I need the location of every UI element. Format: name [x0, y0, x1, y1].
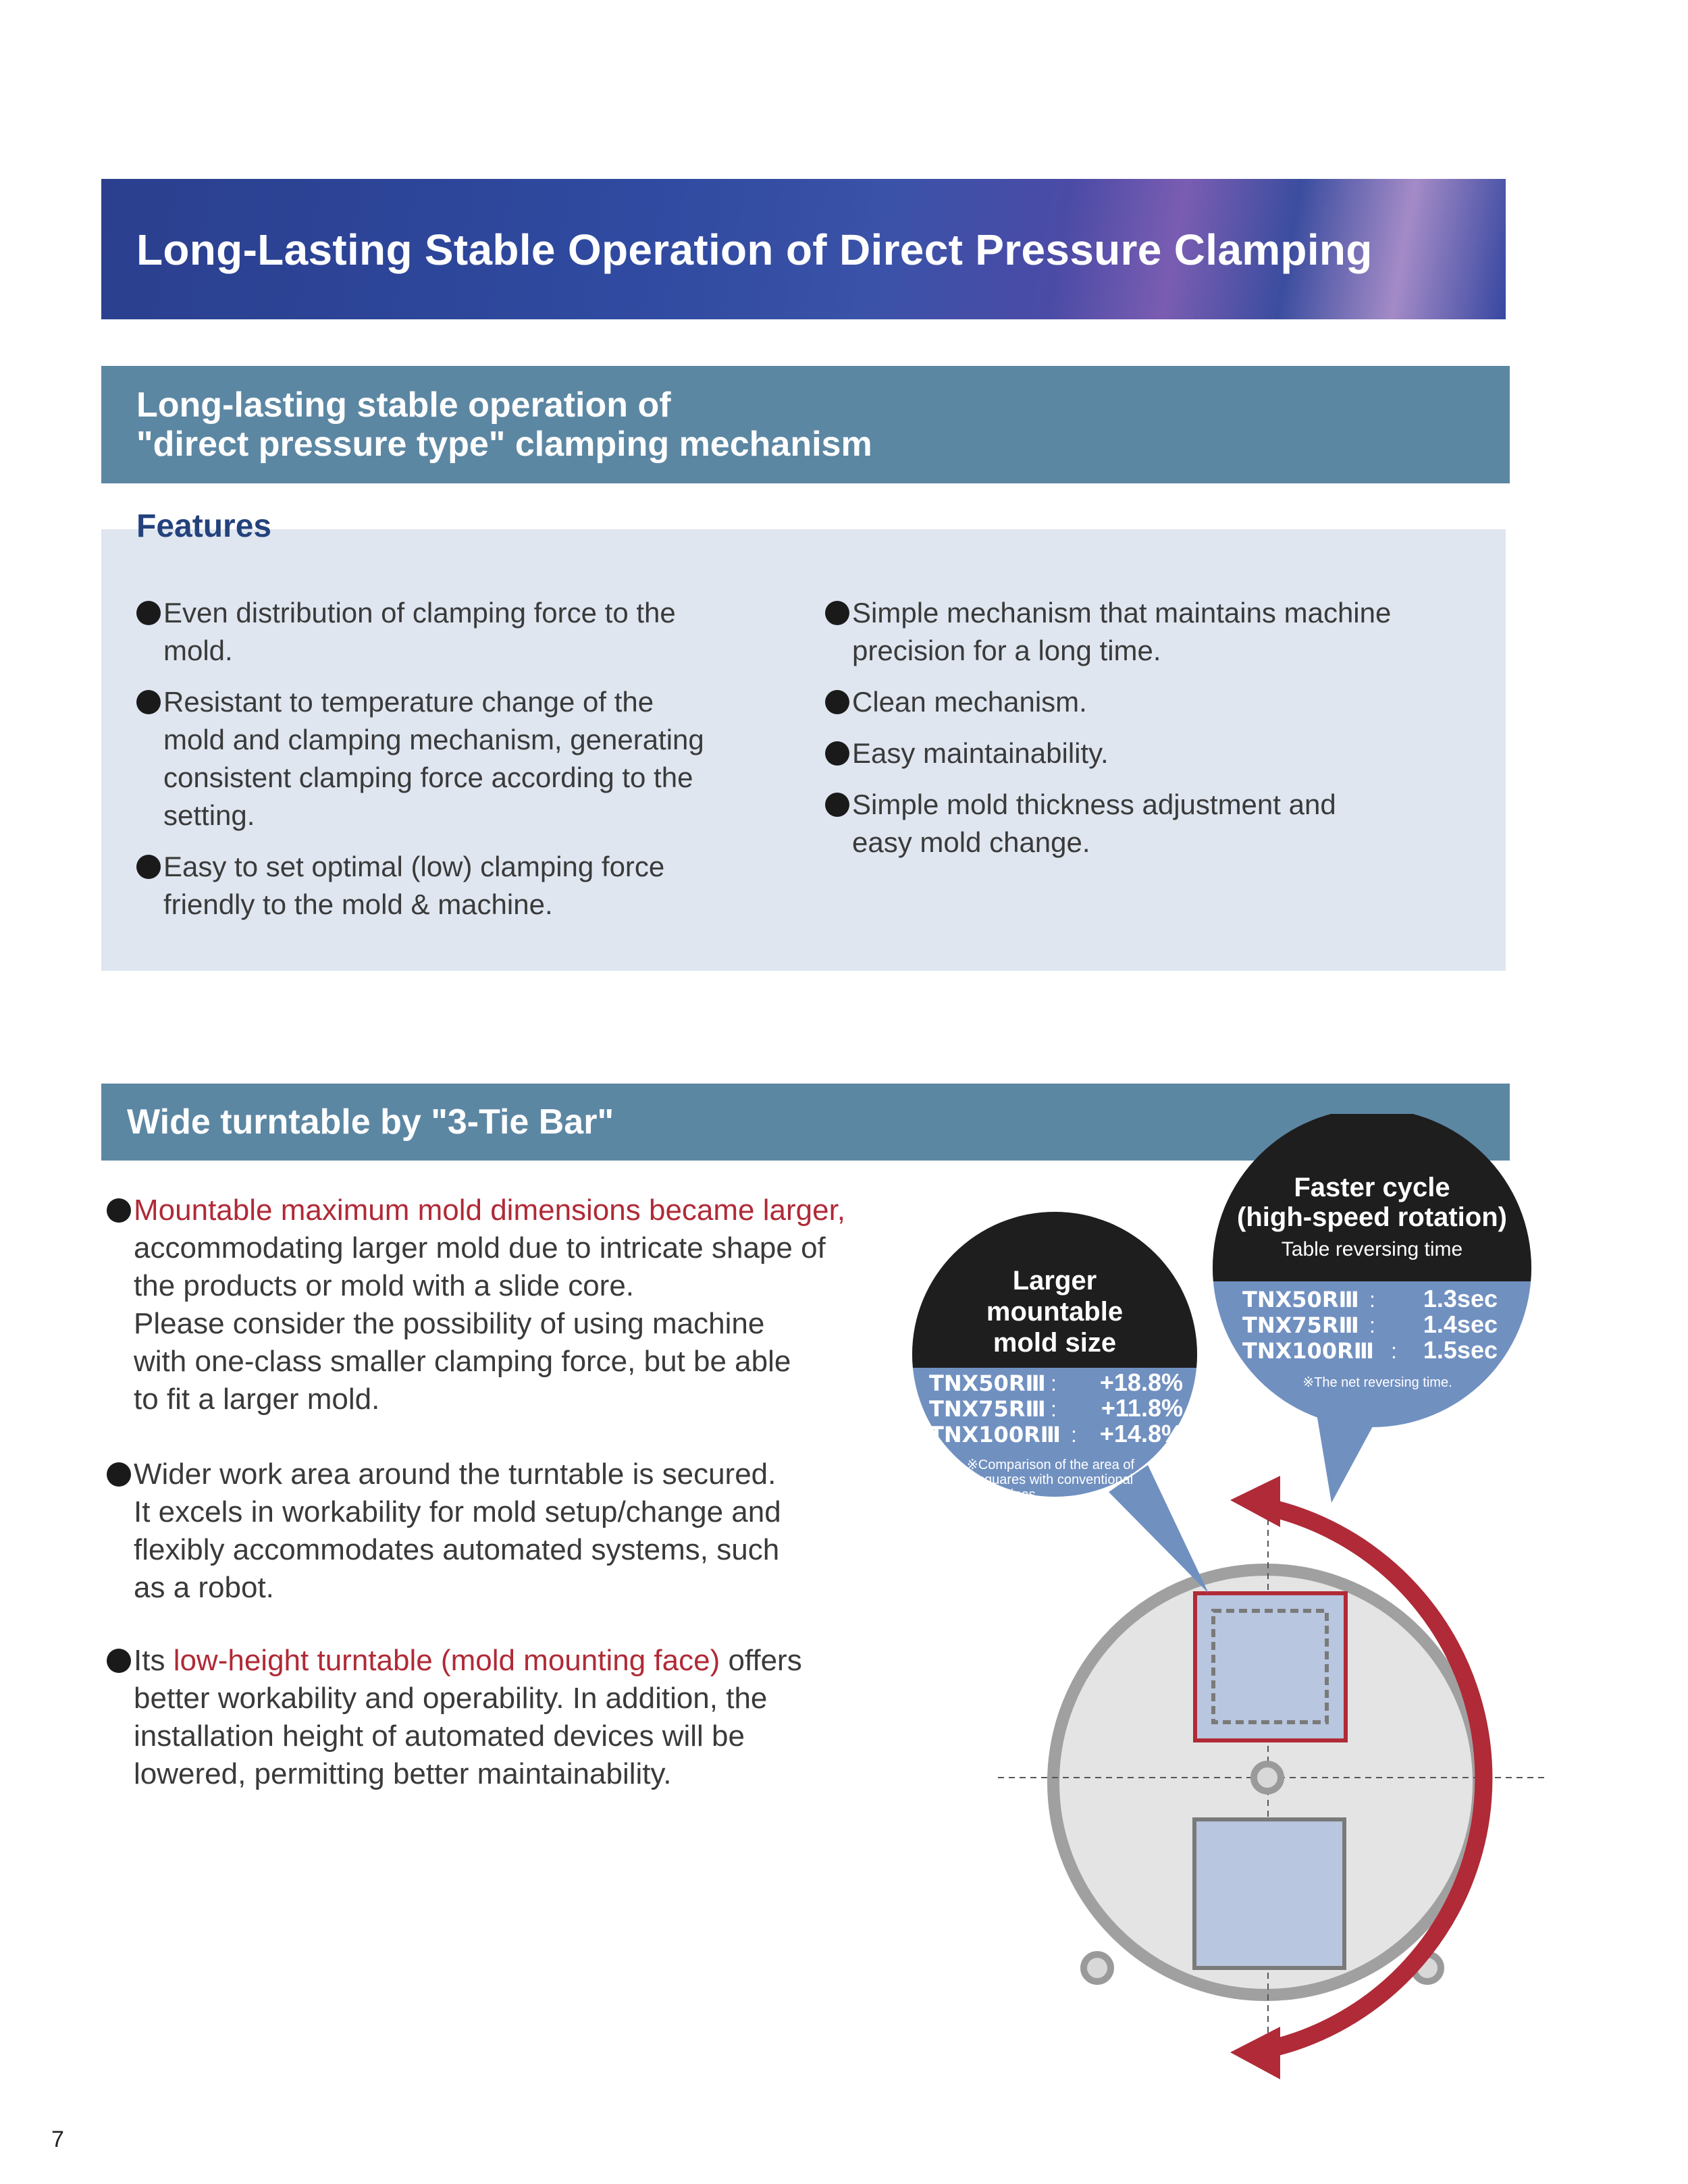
mold-note-line-2: squares with conventional: [978, 1472, 1133, 1487]
mold-row-colon: :: [1071, 1422, 1077, 1447]
conventional-mold-area: [1211, 1609, 1329, 1724]
arrow-head-bottom-icon: [1230, 2027, 1280, 2079]
bullet-dot-icon: [825, 793, 849, 817]
arrow-head-top-icon: [1230, 1476, 1280, 1527]
section-title-line-2: "direct pressure type" clamping mechanis…: [136, 425, 872, 464]
feature-item: Simple mechanism that maintains machine …: [825, 594, 1391, 670]
feature-item: Resistant to temperature change of the m…: [136, 683, 704, 834]
mold-row-value: +11.8%: [1101, 1394, 1183, 1422]
cycle-row-colon: :: [1391, 1339, 1397, 1363]
mold-row-model: TNX75RⅢ: [929, 1396, 1046, 1422]
main-banner: Long-Lasting Stable Operation of Direct …: [101, 179, 1506, 319]
cycle-row-colon: :: [1369, 1287, 1375, 1312]
bubble-mold-title-1: Larger: [1013, 1266, 1097, 1296]
mold-row-value: +14.8%: [1100, 1420, 1183, 1447]
mold-row-value: +18.8%: [1100, 1368, 1183, 1396]
bubble-cycle-subtitle: Table reversing time: [1282, 1238, 1462, 1260]
bullet-dot-icon: [825, 601, 849, 625]
section-title: Wide turntable by "3-Tie Bar": [127, 1102, 614, 1142]
bullet-dot-icon: [825, 690, 849, 714]
cycle-row-value: 1.3sec: [1423, 1285, 1498, 1312]
features-label: Features: [136, 508, 272, 544]
feature-item: Clean mechanism.: [825, 683, 1087, 721]
enlarged-mold-area: [1193, 1591, 1348, 1742]
cycle-note: ※The net reversing time.: [1302, 1375, 1452, 1390]
mold-row-model: TNX50RⅢ: [929, 1370, 1046, 1396]
section-header-direct-pressure: Long-lasting stable operation of "direct…: [101, 366, 1510, 483]
turntable-bullet: Its low-height turntable (mold mounting …: [107, 1642, 802, 1793]
tie-bar-icon: [1080, 1951, 1114, 1985]
page-title: Long-Lasting Stable Operation of Direct …: [136, 225, 1373, 274]
features-panel: [101, 529, 1506, 971]
rotation-arrow-icon: [1267, 1499, 1493, 2058]
bubble-cycle: [1213, 1114, 1531, 1427]
page-number: 7: [51, 2127, 64, 2152]
cycle-row-model: TNX75RⅢ: [1242, 1312, 1359, 1338]
bullet-dot-icon: [107, 1198, 131, 1223]
center-shaft-icon: [1250, 1761, 1284, 1794]
mold-note-line-1: ※Comparison of the area of: [967, 1458, 1134, 1472]
cycle-row-colon: :: [1369, 1313, 1375, 1337]
feature-item: Simple mold thickness adjustment and eas…: [825, 786, 1336, 861]
bullet-dot-icon: [136, 855, 161, 879]
cycle-row-value: 1.4sec: [1423, 1310, 1498, 1338]
section-title-line-1: Long-lasting stable operation of: [136, 385, 671, 425]
feature-item: Easy to set optimal (low) clamping force…: [136, 848, 664, 924]
bubble-cycle-title-2: (high-speed rotation): [1237, 1202, 1507, 1232]
lower-mold-area: [1192, 1817, 1346, 1970]
turntable-bullet: Mountable maximum mold dimensions became…: [107, 1192, 845, 1418]
cycle-row-model: TNX100RⅢ: [1242, 1338, 1374, 1364]
bullet-dot-icon: [136, 601, 161, 625]
mold-row-colon: :: [1051, 1371, 1057, 1395]
bubble-mold-title-3: mold size: [993, 1328, 1116, 1358]
bullet-dot-icon: [136, 690, 161, 714]
feature-item: Even distribution of clamping force to t…: [136, 594, 676, 670]
bubble-mold-title-2: mountable: [986, 1297, 1123, 1327]
mold-row-colon: :: [1051, 1397, 1057, 1421]
turntable-bullet: Wider work area around the turntable is …: [107, 1456, 781, 1607]
bullet-dot-icon: [107, 1649, 131, 1673]
feature-item: Easy maintainability.: [825, 735, 1109, 772]
mold-row-model: TNX100RⅢ: [929, 1422, 1061, 1447]
cycle-row-value: 1.5sec: [1423, 1336, 1498, 1364]
bubble-mold-pointer: [1109, 1465, 1209, 1593]
turntable-diagram: Larger mountable mold size TNX50RⅢ : +18…: [912, 1114, 1546, 2079]
bullet-dot-icon: [825, 741, 849, 766]
bullet-dot-icon: [107, 1462, 131, 1487]
cycle-row-model: TNX50RⅢ: [1242, 1287, 1359, 1312]
mold-note-line-3: machines.: [978, 1487, 1039, 1502]
bubble-cycle-title-1: Faster cycle: [1294, 1173, 1450, 1202]
